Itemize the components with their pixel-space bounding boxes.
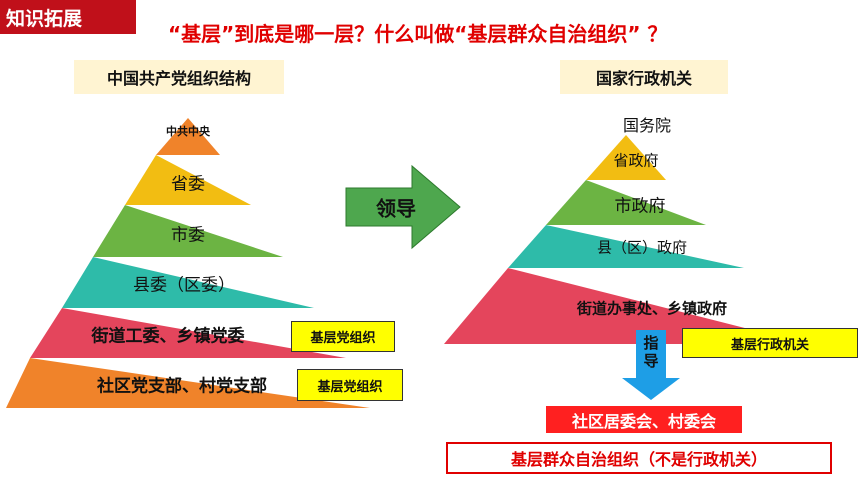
community-box: 社区居委会、村委会 — [546, 406, 742, 433]
right-label-province: 省政府 — [613, 151, 659, 170]
left-level-city — [93, 205, 283, 257]
right-label-street: 街道办事处、乡镇政府 — [576, 299, 728, 318]
left-level-top — [156, 118, 220, 155]
left-level-province — [125, 155, 251, 205]
right-level-county — [508, 225, 744, 268]
guide-arrow — [622, 330, 680, 400]
left-label-city: 市委 — [171, 225, 205, 246]
lead-arrow — [345, 164, 461, 250]
right-level-province — [586, 135, 666, 180]
right-tag-admin: 基层行政机关 — [682, 328, 858, 358]
self-governance-note: 基层群众自治组织（不是行政机关） — [446, 442, 832, 474]
left-title: 中国共产党组织结构 — [74, 60, 284, 94]
section-tag: 知识拓展 — [0, 0, 136, 34]
right-label-county: 县（区）政府 — [596, 238, 688, 257]
left-level-community — [6, 358, 370, 408]
guide-arrow-label: 指导 — [643, 334, 659, 370]
right-title: 国家行政机关 — [560, 60, 728, 94]
left-tag-community: 基层党组织 — [297, 369, 403, 401]
left-label-county: 县委（区委） — [133, 275, 235, 296]
right-level-street — [444, 268, 808, 344]
left-level-street — [30, 308, 346, 358]
headline: “基层”到底是哪一层？什么叫做“基层群众自治组织” ？ — [168, 22, 668, 46]
left-tag-street: 基层党组织 — [291, 321, 395, 352]
left-label-community: 社区党支部、村党支部 — [97, 376, 267, 397]
right-level-city — [546, 180, 706, 225]
lead-arrow-label: 领导 — [376, 196, 416, 221]
right-label-city: 市政府 — [614, 196, 666, 217]
left-level-county — [62, 257, 314, 308]
left-label-central: 中共中央 — [166, 125, 210, 138]
left-label-street: 街道工委、乡镇党委 — [91, 326, 245, 347]
right-label-state-council: 国务院 — [622, 116, 672, 135]
left-label-province: 省委 — [171, 174, 205, 195]
